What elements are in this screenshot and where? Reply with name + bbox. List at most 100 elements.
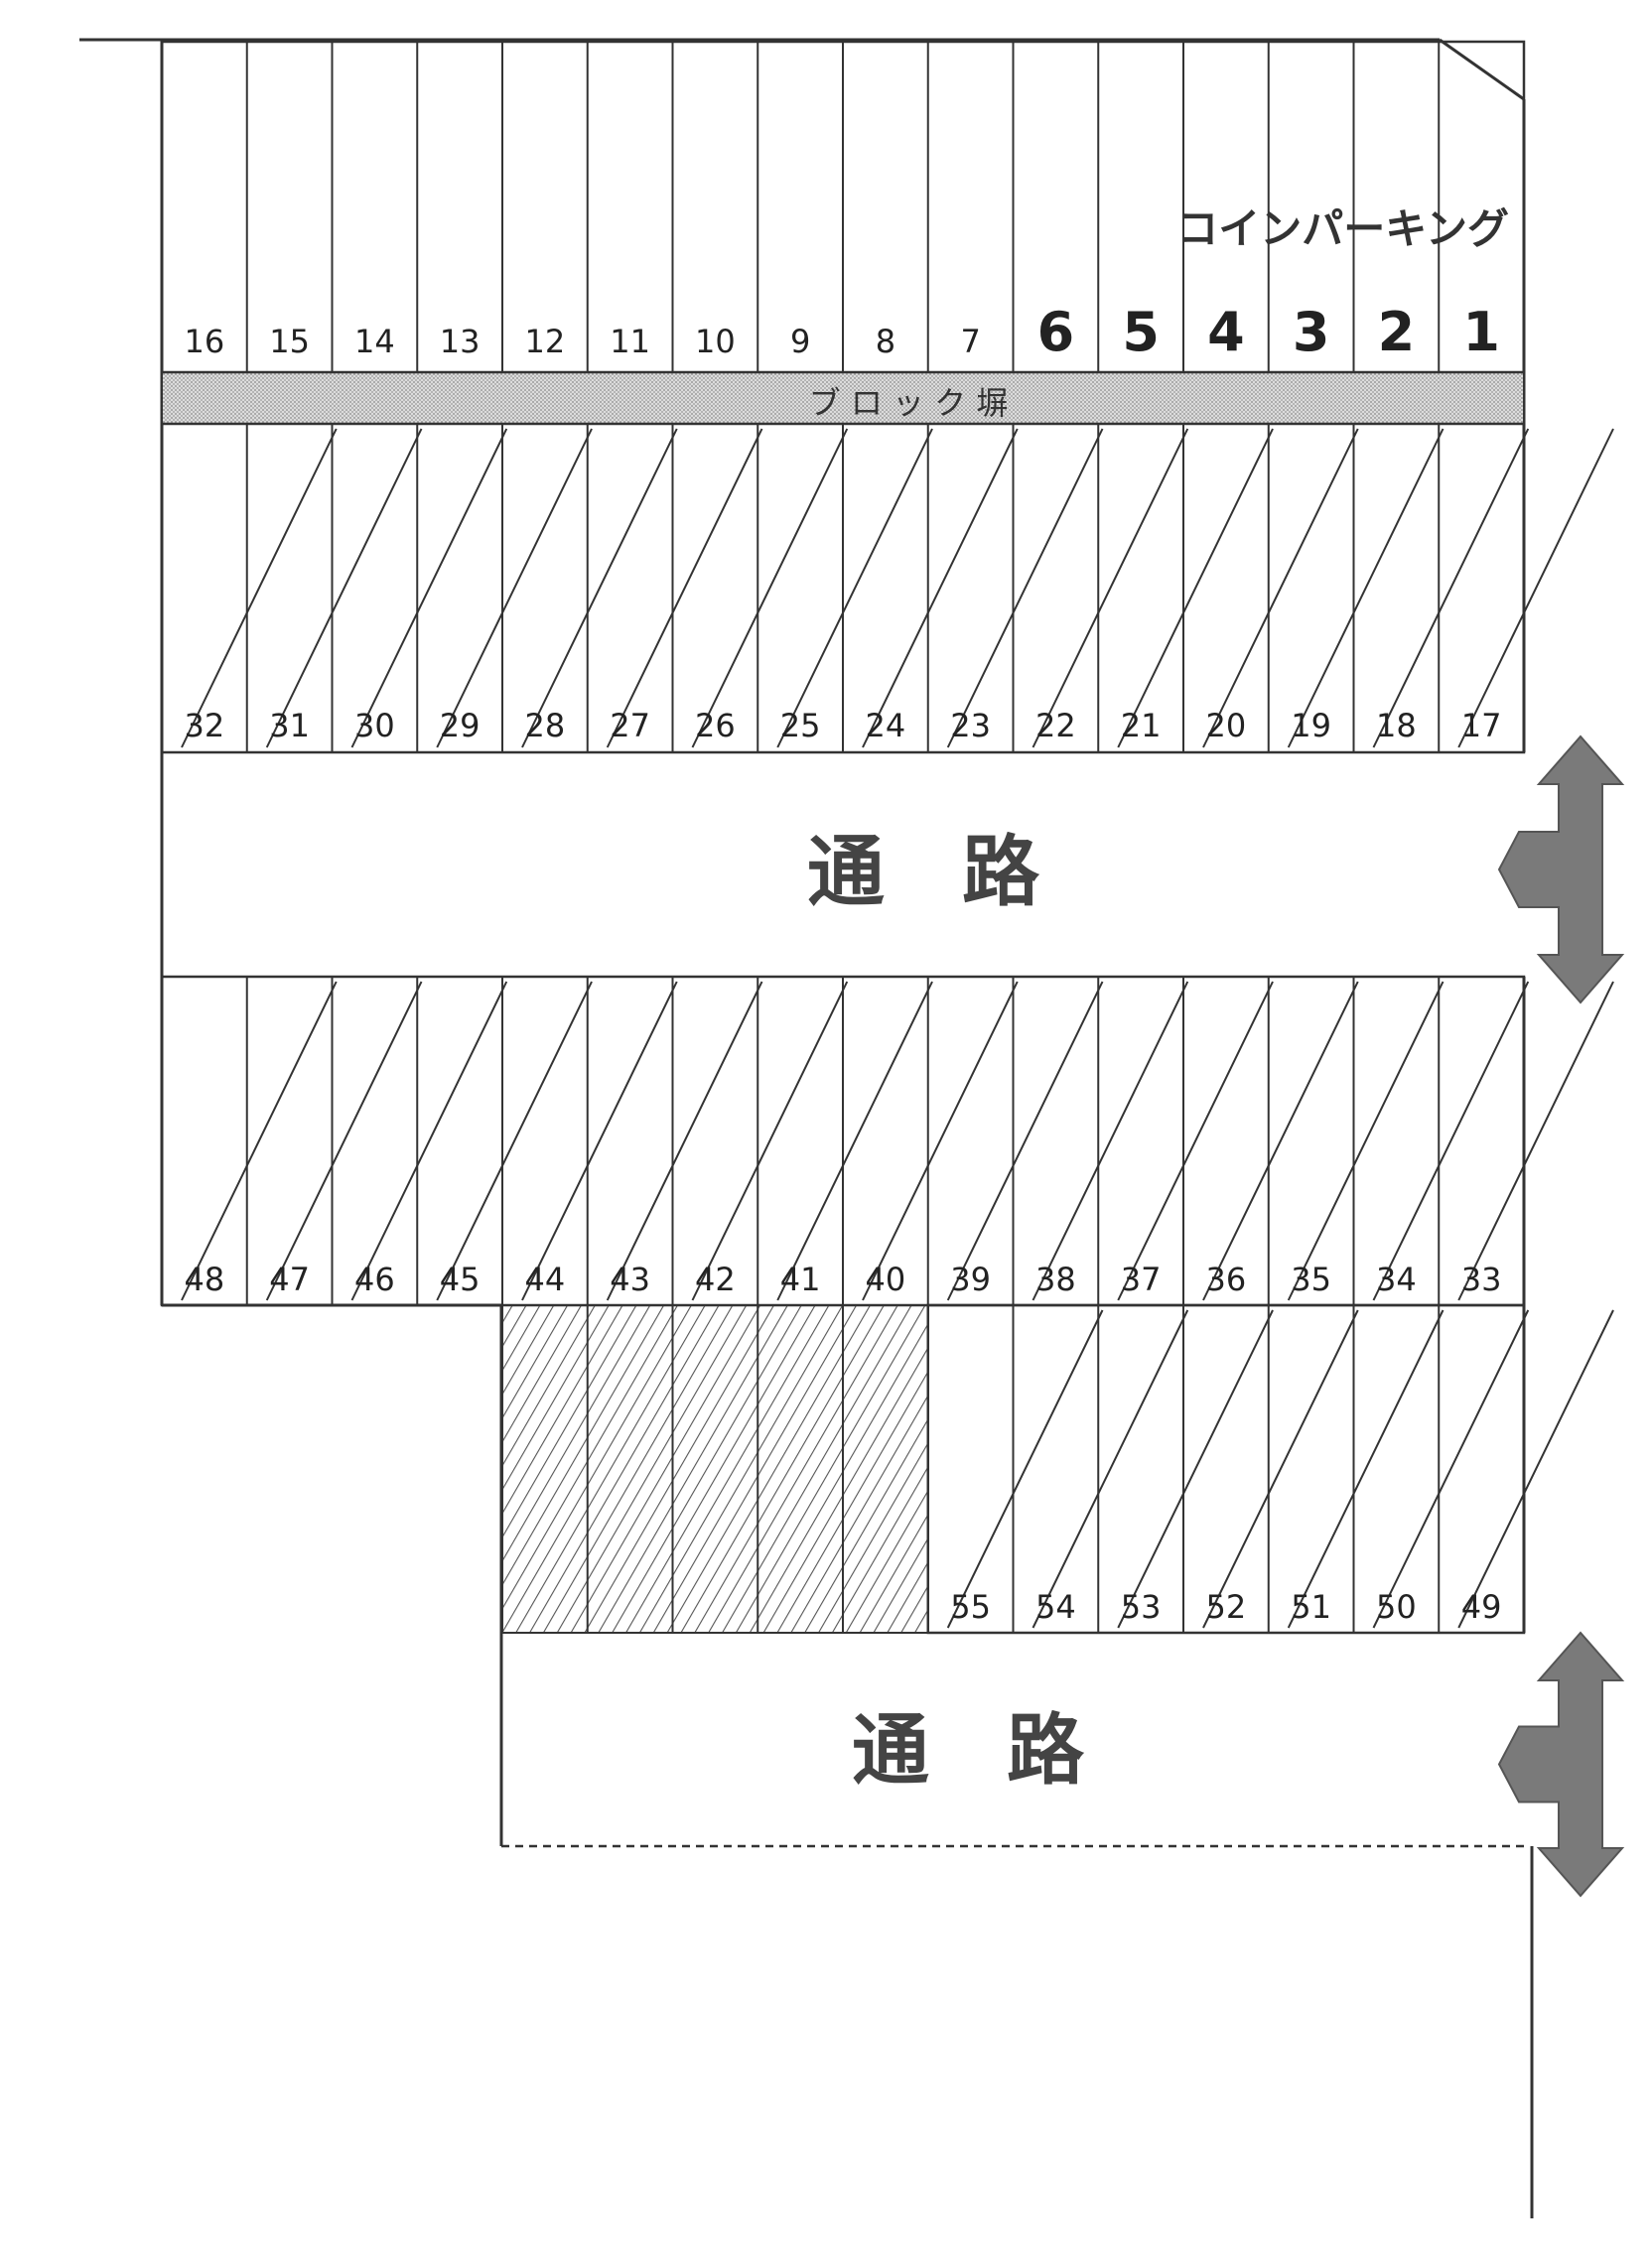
entrance-arrow-icon xyxy=(1497,1631,1625,1898)
block-wall xyxy=(161,371,1525,425)
space-number: 20 xyxy=(1206,707,1247,744)
strike-line xyxy=(946,981,1104,1301)
row-d-spaces: 55 54 53 52 51 50 49 xyxy=(926,1303,1614,1635)
corner-boundary xyxy=(1439,38,1525,101)
space-number: 31 xyxy=(269,707,310,744)
road-label-bottom: 通 路 xyxy=(852,1706,1085,1796)
space-number: 41 xyxy=(780,1261,821,1298)
space-number: 45 xyxy=(440,1261,481,1298)
strike-line xyxy=(436,981,593,1301)
strike-line xyxy=(862,428,1019,748)
road-label-top: 通 路 xyxy=(807,828,1040,917)
strike-line xyxy=(181,428,338,748)
space-number: 15 xyxy=(269,323,310,360)
space-number: 9 xyxy=(790,323,810,360)
row-d-frame xyxy=(926,1303,1526,1635)
strike-line xyxy=(862,981,1019,1301)
space-number: 17 xyxy=(1461,707,1502,744)
strike-line xyxy=(1372,428,1530,748)
strike-line xyxy=(776,428,933,748)
block-wall-label: ブ ロ ッ ク 塀 xyxy=(809,384,1009,422)
space-number: 16 xyxy=(185,323,225,360)
strike-line xyxy=(1032,428,1189,748)
space-number: 21 xyxy=(1121,707,1162,744)
space-number: 18 xyxy=(1376,707,1417,744)
space-number: 55 xyxy=(950,1588,991,1626)
strike-line xyxy=(1202,981,1359,1301)
space-number: 47 xyxy=(269,1261,310,1298)
strike-line xyxy=(181,981,338,1301)
strike-line xyxy=(265,428,423,748)
space-number: 29 xyxy=(440,707,481,744)
strike-line xyxy=(946,1309,1104,1629)
space-number: 51 xyxy=(1291,1588,1331,1626)
strike-line xyxy=(1117,1309,1274,1629)
space-number: 34 xyxy=(1376,1261,1417,1298)
space-number: 10 xyxy=(695,323,736,360)
space-number: 24 xyxy=(866,707,906,744)
strike-line xyxy=(1117,428,1274,748)
block-wall-band xyxy=(161,371,1525,425)
space-number: 3 xyxy=(1293,301,1330,363)
space-number: 30 xyxy=(354,707,395,744)
space-number: 12 xyxy=(525,323,566,360)
hatched-block xyxy=(501,1304,929,1634)
strike-line xyxy=(606,981,763,1301)
space-number: 19 xyxy=(1291,707,1331,744)
strike-line xyxy=(1287,428,1445,748)
entrance-arrows xyxy=(1497,734,1625,1898)
strike-line xyxy=(1117,981,1274,1301)
strike-line xyxy=(1032,981,1189,1301)
space-number: 40 xyxy=(866,1261,906,1298)
space-number: 23 xyxy=(950,707,991,744)
strike-line xyxy=(1287,981,1445,1301)
strike-line xyxy=(521,428,678,748)
strike-line xyxy=(350,981,508,1301)
space-number: 38 xyxy=(1035,1261,1076,1298)
space-number: 48 xyxy=(185,1261,225,1298)
strike-line xyxy=(1457,981,1614,1301)
space-number: 52 xyxy=(1206,1588,1247,1626)
coin-parking-label: コインパーキング xyxy=(1176,204,1509,253)
space-number: 2 xyxy=(1378,301,1416,363)
strike-line xyxy=(1032,1309,1189,1629)
space-number: 1 xyxy=(1462,301,1500,363)
space-number: 6 xyxy=(1037,301,1075,363)
strike-line xyxy=(521,981,678,1301)
strike-line xyxy=(1457,1309,1614,1629)
entrance-arrow-icon xyxy=(1497,734,1625,1004)
space-number: 26 xyxy=(695,707,736,744)
strike-line xyxy=(1287,1309,1445,1629)
space-number: 32 xyxy=(185,707,225,744)
space-number: 22 xyxy=(1035,707,1076,744)
space-number: 54 xyxy=(1035,1588,1076,1626)
space-number: 14 xyxy=(354,323,395,360)
space-number: 39 xyxy=(950,1261,991,1298)
space-number: 8 xyxy=(876,323,895,360)
strike-line xyxy=(606,428,763,748)
space-number: 50 xyxy=(1376,1588,1417,1626)
space-number: 7 xyxy=(960,323,980,360)
strike-line xyxy=(1372,981,1530,1301)
strike-line xyxy=(1457,428,1614,748)
space-number: 53 xyxy=(1121,1588,1162,1626)
strike-line xyxy=(1202,1309,1359,1629)
strike-line xyxy=(265,981,423,1301)
space-number: 49 xyxy=(1461,1588,1502,1626)
space-number: 27 xyxy=(610,707,650,744)
space-number: 37 xyxy=(1121,1261,1162,1298)
strike-line xyxy=(436,428,593,748)
space-number: 5 xyxy=(1122,301,1160,363)
space-number: 11 xyxy=(610,323,650,360)
strike-line xyxy=(946,428,1104,748)
space-number: 46 xyxy=(354,1261,395,1298)
space-number: 28 xyxy=(525,707,566,744)
space-number: 13 xyxy=(440,323,481,360)
lot-outline xyxy=(79,38,1534,2218)
strike-line xyxy=(691,981,849,1301)
space-number: 42 xyxy=(695,1261,736,1298)
